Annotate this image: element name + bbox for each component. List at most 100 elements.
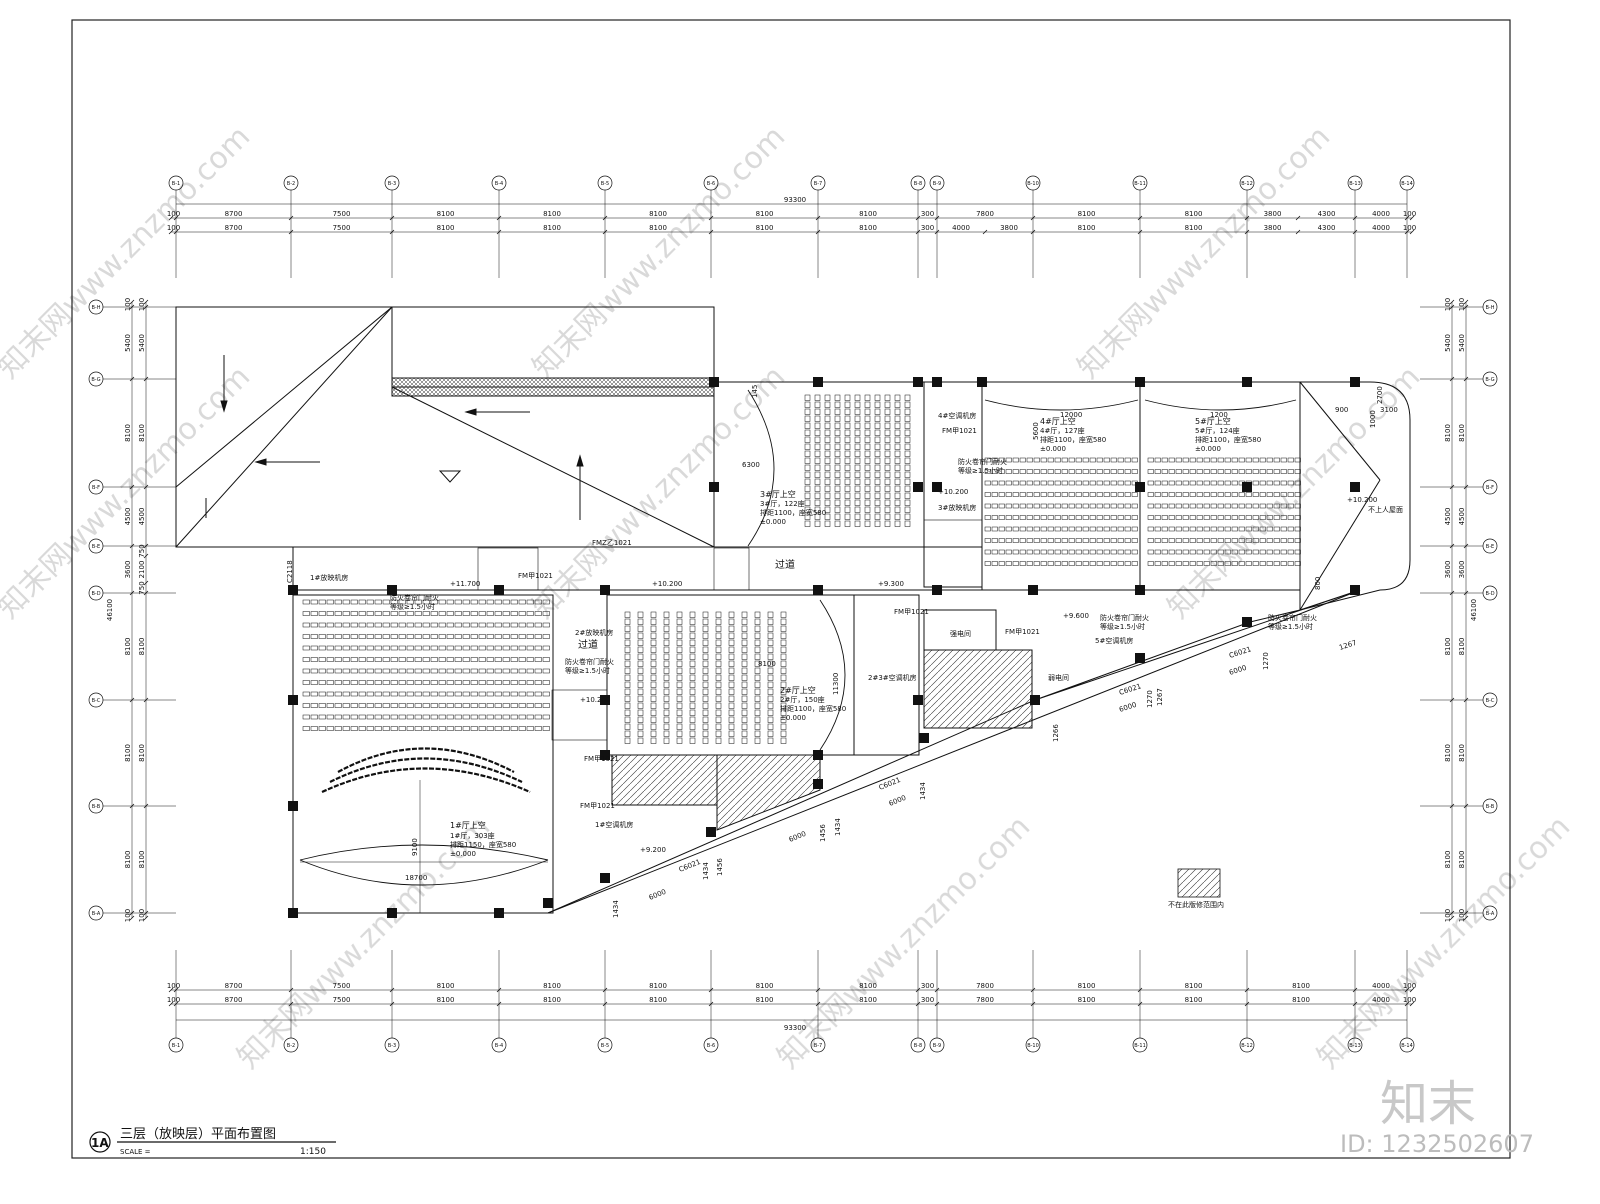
seat	[1210, 515, 1217, 520]
seat	[1182, 538, 1189, 543]
seat	[637, 730, 644, 737]
seat	[1040, 492, 1047, 497]
seat	[358, 668, 366, 674]
seat	[1026, 526, 1033, 532]
window-dim-1: 6000	[1118, 701, 1137, 714]
ac23-label: 2#3#空调机房	[868, 673, 917, 682]
seat	[894, 443, 901, 450]
seat	[728, 646, 735, 653]
seat	[1047, 480, 1054, 486]
seat	[1040, 526, 1047, 532]
seat	[741, 625, 748, 632]
seat	[741, 611, 748, 618]
seat	[1245, 526, 1252, 532]
dim-total-top: 93300	[784, 196, 806, 204]
dim-text: 300	[921, 210, 934, 218]
seat	[1012, 503, 1019, 509]
seat	[824, 457, 831, 464]
seat	[834, 506, 841, 513]
structural-column	[813, 779, 823, 789]
dim-text: 100	[1403, 210, 1416, 218]
seat	[526, 668, 534, 674]
seat	[1217, 503, 1224, 509]
seat	[1124, 503, 1131, 509]
grid-bubble-B-C-left	[88, 692, 104, 708]
seat	[884, 478, 891, 485]
structural-column	[1350, 377, 1360, 387]
seat	[715, 667, 722, 674]
seat	[1117, 549, 1124, 555]
grid-bubble-label-B-14-top: B-14	[1401, 181, 1413, 187]
dim-text: 8100	[1458, 851, 1466, 869]
seat	[438, 634, 446, 639]
grid-bubble-B-B-left	[88, 798, 104, 814]
seat	[991, 526, 998, 532]
seat	[1245, 457, 1252, 463]
seat	[1182, 549, 1189, 555]
seat	[1054, 492, 1061, 497]
seat	[894, 415, 901, 422]
seat	[302, 680, 310, 685]
seat	[854, 520, 861, 527]
grid-bubble-label-B-2-top: B-2	[287, 181, 295, 187]
seat	[342, 680, 350, 685]
scale-value: 1:150	[300, 1147, 326, 1157]
seat	[1012, 526, 1019, 532]
hall4-name: 4#厅上空	[1040, 416, 1076, 426]
structural-column	[600, 585, 610, 595]
seat	[1005, 480, 1012, 486]
seat	[767, 653, 774, 660]
seat	[534, 668, 542, 674]
seat	[824, 429, 831, 436]
seat	[318, 634, 326, 639]
seat	[1168, 515, 1175, 520]
seat	[754, 688, 761, 695]
seat	[1287, 480, 1294, 486]
seat	[1189, 457, 1196, 463]
dim-6300: 6300	[742, 461, 760, 469]
seat	[894, 492, 901, 499]
grid-bubble-label-B-6-top: B-6	[707, 181, 715, 187]
structural-column	[1030, 695, 1040, 705]
seat	[366, 611, 374, 616]
seat	[834, 457, 841, 464]
seat	[318, 668, 326, 674]
seat	[1124, 549, 1131, 555]
seat	[874, 464, 881, 471]
seat	[874, 499, 881, 506]
seat	[624, 716, 631, 723]
door-label-4: FM甲1021	[584, 755, 619, 763]
ac4-label: 4#空调机房	[938, 411, 976, 420]
seat	[1175, 561, 1182, 566]
structural-column	[813, 377, 823, 387]
seat	[358, 599, 366, 605]
seat	[663, 702, 670, 709]
fire-rating-b: 等级≥1.5小时	[390, 602, 435, 611]
seat	[1096, 538, 1103, 543]
grid-bubble-B-10-bottom	[1025, 1037, 1041, 1053]
dim-text: 8100	[859, 224, 877, 232]
seat	[854, 422, 861, 429]
seat	[430, 611, 438, 616]
seat	[1224, 526, 1231, 532]
seat	[526, 634, 534, 639]
seat	[884, 513, 891, 520]
seat	[824, 464, 831, 471]
dim-text: 4500	[1458, 508, 1466, 526]
seat	[334, 611, 342, 616]
seat	[422, 599, 430, 605]
dim-text: 8100	[1458, 424, 1466, 442]
dim-text: 4000	[1372, 210, 1390, 218]
seat	[894, 520, 901, 527]
seat	[1175, 503, 1182, 509]
seat	[1280, 480, 1287, 486]
dim-900: 900	[1335, 406, 1348, 414]
level-b: +10.200	[652, 580, 682, 588]
dim-text: 8100	[1185, 982, 1203, 990]
seat	[1161, 492, 1168, 497]
seat	[1110, 503, 1117, 509]
grid-bubble-label-B-B-left: B-B	[92, 804, 101, 810]
seat	[446, 622, 454, 628]
seat	[884, 464, 891, 471]
seat	[767, 695, 774, 702]
